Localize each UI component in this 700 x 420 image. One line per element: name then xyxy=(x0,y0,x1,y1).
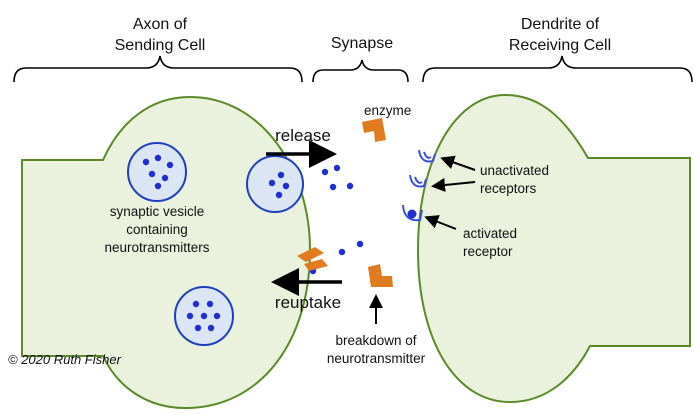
axon-header-line1: Axon of xyxy=(133,16,188,33)
unactivated-label-line2: receptors xyxy=(480,181,537,196)
breakdown-label-line1: breakdown of xyxy=(335,333,416,348)
dendrite-cell xyxy=(416,93,691,404)
cleft-neurotransmitters xyxy=(304,164,380,275)
neurotransmitter-dots xyxy=(186,300,221,332)
unactivated-receptor-icon xyxy=(409,174,427,188)
synapse-brace xyxy=(312,59,409,83)
synaptic-vesicle xyxy=(127,142,187,202)
axon-header-line2: Sending Cell xyxy=(115,37,206,54)
breakdown-label-line2: neurotransmitter xyxy=(327,351,426,366)
reuptake-label: reuptake xyxy=(275,293,341,312)
enzyme-icon xyxy=(362,118,386,142)
copyright-text: © 2020 Ruth Fisher xyxy=(8,352,122,367)
unactivated-receptor-icon xyxy=(418,149,436,163)
dendrite-header-line2: Receiving Cell xyxy=(509,37,611,54)
activated-label-line2: receptor xyxy=(463,244,513,259)
synaptic-vesicle xyxy=(246,155,304,213)
unactivated-pointer-arrow xyxy=(440,155,476,171)
synaptic-vesicle xyxy=(174,286,234,346)
activated-label-line1: activated xyxy=(463,226,517,241)
enzyme-icon xyxy=(368,264,393,287)
axon-brace xyxy=(13,55,303,83)
enzyme-icon xyxy=(297,247,328,271)
neurotransmitter-dots xyxy=(142,154,174,190)
enzyme-label: enzyme xyxy=(364,103,411,118)
unactivated-pointer-arrow xyxy=(431,178,476,192)
vesicle-label-line1: synaptic vesicle xyxy=(110,204,205,219)
dendrite-brace xyxy=(422,55,693,83)
neurotransmitter-dots xyxy=(268,171,290,199)
vesicle-label-line2: containing xyxy=(126,222,188,237)
synapse-header: Synapse xyxy=(331,35,393,52)
activated-receptor-icon xyxy=(402,204,423,222)
vesicle-label-line3: neurotransmitters xyxy=(104,240,209,255)
unactivated-label-line1: unactivated xyxy=(480,163,549,178)
release-label: release xyxy=(275,126,331,145)
dendrite-header-line1: Dendrite of xyxy=(521,16,600,33)
activated-pointer-arrow xyxy=(424,215,457,230)
